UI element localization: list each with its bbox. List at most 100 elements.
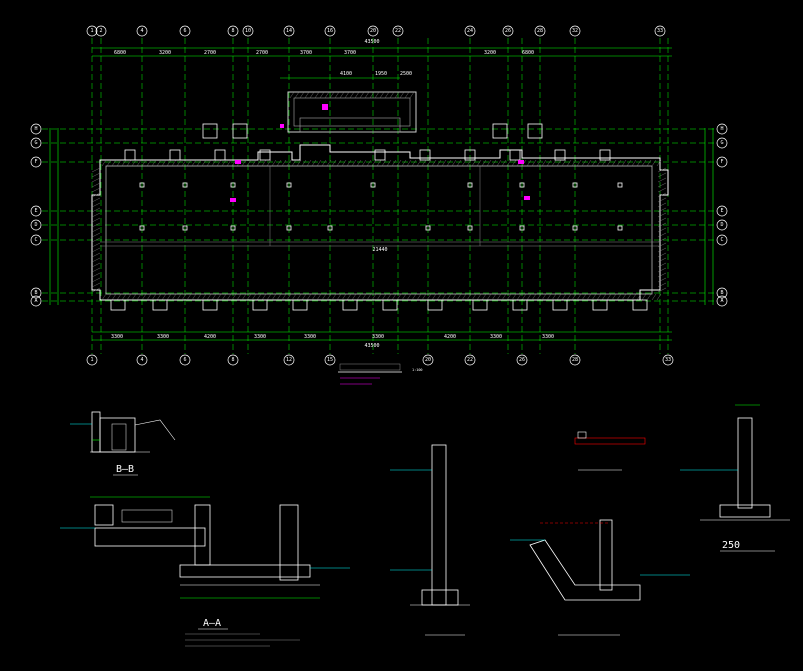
left-axis-bubble: D — [30, 219, 42, 231]
section-aa-label: A–A — [203, 618, 221, 629]
bottom-axis-bubble-label: 33 — [665, 357, 671, 363]
top-axis-bubble: 1 — [86, 25, 98, 37]
detail-b-b: B–B — [70, 411, 176, 476]
bottom-axis-bubble: 4 — [136, 354, 148, 366]
left-axis-bubble: B — [30, 287, 42, 299]
top-axis-bubble: 33 — [654, 25, 666, 37]
bottom-axis-bubble-label: 22 — [467, 357, 473, 363]
top-axis-bubble-label: 22 — [395, 28, 401, 34]
left-axis-bubble-label: A — [34, 298, 37, 304]
left-axis-bubble: C — [30, 234, 42, 246]
bottom-axis-bubble: 20 — [422, 354, 434, 366]
bottom-axis-bubble: 33 — [662, 354, 674, 366]
top-axis-bubble: 10 — [242, 25, 254, 37]
bottom-axis-bubble: 28 — [569, 354, 581, 366]
top-dimension: 2700 — [256, 50, 268, 56]
bottom-axis-bubble-label: 12 — [286, 357, 292, 363]
top-dimension: 6800 — [522, 50, 534, 56]
inner-total-dimension: 21440 — [372, 247, 387, 253]
bottom-axis-bubble: 8 — [227, 354, 239, 366]
bottom-axis-bubble-label: 1 — [90, 357, 93, 363]
top-dimension: 2700 — [204, 50, 216, 56]
left-axis-bubble: A — [30, 295, 42, 307]
left-axis-bubble: G — [30, 137, 42, 149]
bottom-axis-bubble: 26 — [516, 354, 528, 366]
left-axis-bubble: H — [30, 123, 42, 135]
bottom-dimension: 3300 — [304, 334, 316, 340]
wall-hatching — [91, 91, 667, 301]
top-axis-bubble-label: 8 — [231, 28, 234, 34]
top-axis-bubble-label: 33 — [657, 28, 663, 34]
inner-dim-2: 1950 — [375, 71, 387, 77]
top-axis-bubble: 24 — [464, 25, 476, 37]
bottom-axis-bubble-label: 20 — [425, 357, 431, 363]
bottom-dimension: 3300 — [372, 334, 384, 340]
bottom-axis-bubble-label: 26 — [519, 357, 525, 363]
right-axis-bubble: H — [716, 123, 728, 135]
bottom-axis-bubble: 22 — [464, 354, 476, 366]
left-axis-bubble-label: F — [34, 159, 37, 165]
plan-scale: 1:100 — [412, 368, 423, 372]
right-axis-bubble-label: A — [720, 298, 723, 304]
top-axis-bubble: 6 — [179, 25, 191, 37]
bottom-axis-bubble: 15 — [324, 354, 336, 366]
top-dimension-lines — [92, 47, 672, 341]
top-axis-bubble: 14 — [283, 25, 295, 37]
top-axis-bubble-label: 14 — [286, 28, 292, 34]
right-axis-bubble-label: E — [720, 208, 723, 214]
top-axis-bubble-label: 6 — [183, 28, 186, 34]
top-axis-bubble-label: 20 — [370, 28, 376, 34]
top-axis-bubble-label: 2 — [99, 28, 102, 34]
horizontal-grid-lines — [42, 128, 716, 302]
total-dimension-top: 43500 — [364, 39, 379, 45]
top-dimension: 3700 — [300, 50, 312, 56]
top-axis-bubble-label: 16 — [327, 28, 333, 34]
left-axis-bubble-label: B — [34, 290, 37, 296]
vertical-grid-lines — [91, 38, 669, 354]
section-bb-label: B–B — [116, 464, 134, 475]
top-axis-bubble: 32 — [569, 25, 581, 37]
left-axis-bubble: E — [30, 205, 42, 217]
total-dimension-bottom: 43500 — [364, 343, 379, 349]
right-axis-bubble: E — [716, 205, 728, 217]
bottom-dimension: 3300 — [111, 334, 123, 340]
top-axis-bubble: 20 — [367, 25, 379, 37]
plan-title: 1:100 — [338, 363, 423, 385]
right-axis-bubble: F — [716, 156, 728, 168]
top-axis-bubble-label: 32 — [572, 28, 578, 34]
left-axis-bubble-label: G — [34, 140, 37, 146]
right-axis-bubble-label: B — [720, 290, 723, 296]
top-dimension: 3700 — [344, 50, 356, 56]
detail-250-wall: 250 — [680, 404, 790, 552]
bottom-dimension: 3300 — [254, 334, 266, 340]
bottom-dimension: 4200 — [444, 334, 456, 340]
top-axis-bubble: 4 — [136, 25, 148, 37]
top-axis-bubble-label: 4 — [140, 28, 143, 34]
side-dimension-lines — [49, 128, 714, 305]
left-axis-bubble-label: H — [34, 126, 37, 132]
right-axis-bubble: A — [716, 295, 728, 307]
right-axis-bubble: B — [716, 287, 728, 299]
top-axis-bubble: 2 — [95, 25, 107, 37]
bottom-axis-bubble: 1 — [86, 354, 98, 366]
top-axis-bubble-label: 1 — [90, 28, 93, 34]
top-axis-bubble-label: 26 — [505, 28, 511, 34]
detail-a-a: A–A — [60, 496, 350, 647]
inner-dim-3: 2500 — [400, 71, 412, 77]
bottom-dimension: 4200 — [204, 334, 216, 340]
top-axis-bubble: 22 — [392, 25, 404, 37]
right-axis-bubble-label: H — [720, 126, 723, 132]
column-pads — [110, 123, 648, 311]
right-axis-bubble-label: F — [720, 159, 723, 165]
right-axis-bubble: G — [716, 137, 728, 149]
detail-wall-section — [390, 444, 470, 636]
detail-ramp-section — [510, 431, 690, 636]
left-axis-bubbles: H G F EDC BA — [30, 123, 42, 307]
magenta-markers — [230, 104, 530, 202]
bottom-axis-bubble-label: 28 — [572, 357, 578, 363]
top-dimension: 3200 — [159, 50, 171, 56]
top-axis-bubble: 8 — [227, 25, 239, 37]
